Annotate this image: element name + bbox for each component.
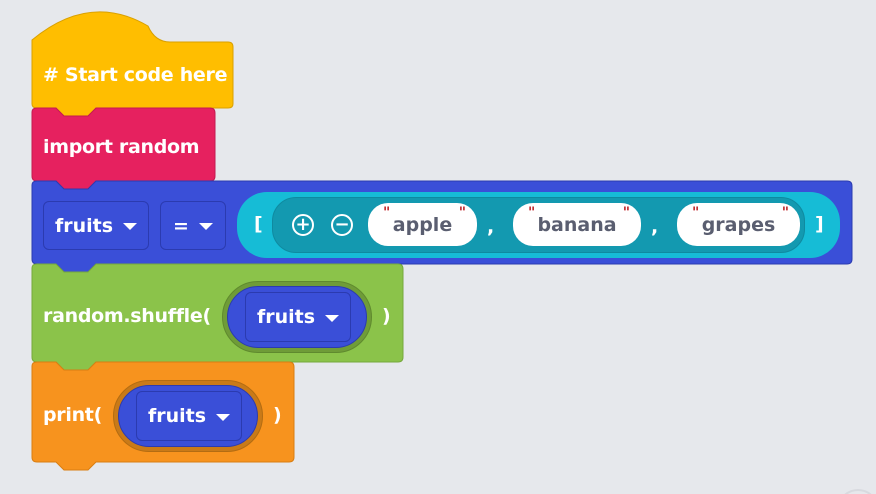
string-item-apple[interactable]: " apple " [368, 203, 477, 246]
quote-open-icon: " [692, 205, 700, 221]
string-value: banana [537, 213, 617, 236]
shuffle-block-label: random.shuffle( [43, 305, 211, 327]
start-block-label: # Start code here [43, 64, 228, 86]
variable-name: fruits [147, 405, 207, 427]
chevron-down-icon [216, 413, 231, 421]
remove-item-icon[interactable]: − [331, 214, 353, 236]
string-value: apple [392, 213, 453, 236]
print-close-paren: ) [273, 404, 282, 426]
list-close-bracket: ] [815, 213, 824, 235]
quote-open-icon: " [383, 205, 391, 221]
operator-symbol: = [173, 214, 189, 237]
variable-name: fruits [54, 214, 114, 237]
variable-name: fruits [256, 306, 316, 328]
chevron-down-icon [325, 314, 340, 322]
quote-close-icon: " [781, 205, 789, 221]
import-block-label: import random [43, 136, 200, 158]
list-open-bracket: [ [254, 213, 263, 235]
operator-dropdown[interactable]: = [160, 201, 226, 250]
print-variable-dropdown[interactable]: fruits [136, 391, 242, 441]
list-separator: , [651, 216, 658, 238]
print-block-label: print( [43, 404, 102, 426]
string-item-grapes[interactable]: " grapes " [677, 203, 800, 246]
add-item-icon[interactable]: + [292, 214, 314, 236]
list-separator: , [487, 216, 494, 238]
variable-dropdown[interactable]: fruits [43, 201, 149, 250]
quote-close-icon: " [622, 205, 630, 221]
shuffle-variable-dropdown[interactable]: fruits [245, 292, 351, 342]
shuffle-close-paren: ) [382, 305, 391, 327]
quote-close-icon: " [458, 205, 466, 221]
chevron-down-icon [123, 223, 138, 230]
quote-open-icon: " [528, 205, 536, 221]
chevron-down-icon [198, 223, 213, 230]
string-item-banana[interactable]: " banana " [513, 203, 641, 246]
string-value: grapes [701, 213, 776, 236]
